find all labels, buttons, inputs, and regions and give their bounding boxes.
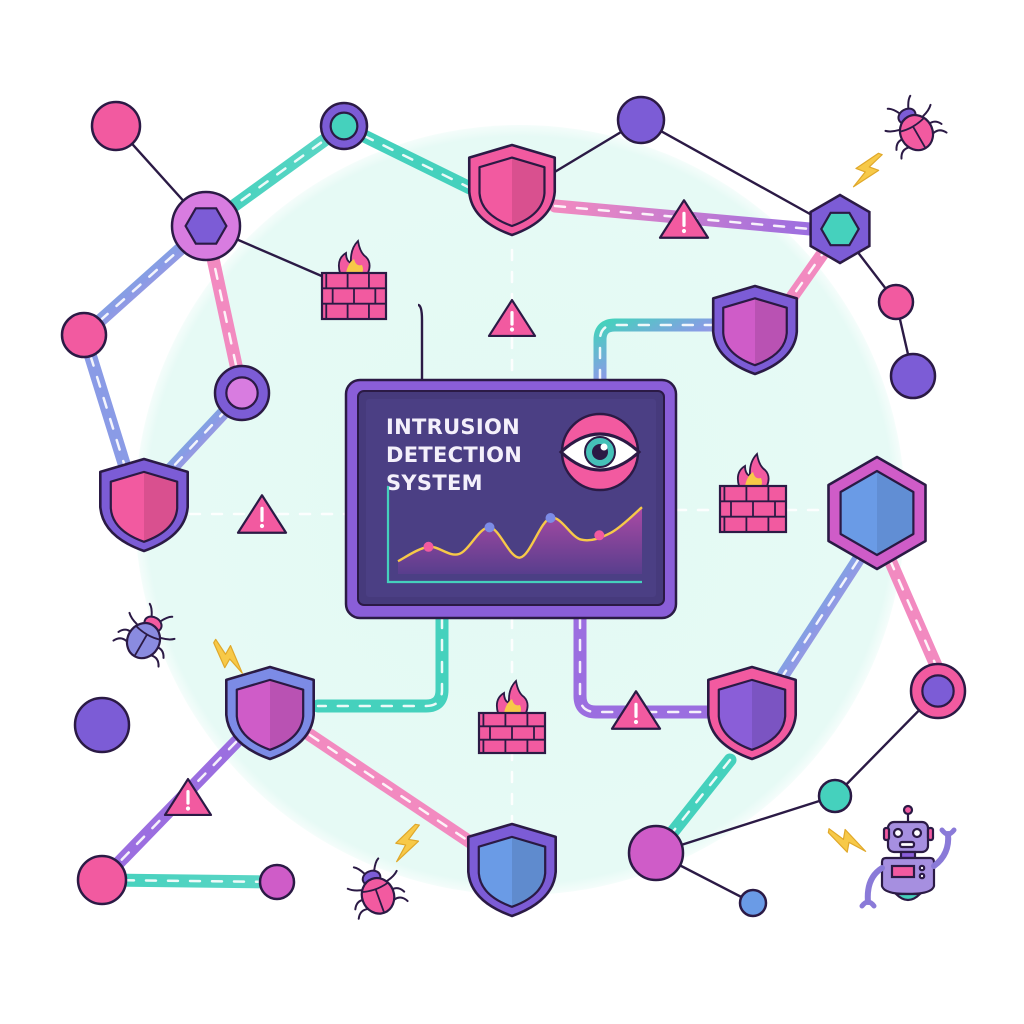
traffic-chart [386, 486, 643, 584]
ids-monitor: INTRUSION DETECTION SYSTEM [344, 378, 678, 620]
bugs [112, 94, 948, 920]
firewall-icon [477, 679, 547, 755]
network-node [738, 888, 768, 918]
shield-icon [467, 822, 557, 918]
lightning-bolt-icon [852, 152, 883, 188]
lightning-bolt-icon [827, 828, 867, 853]
chart-marker [423, 541, 434, 552]
chart-marker [484, 522, 495, 533]
lightning-bolt-icon [213, 638, 243, 674]
warning-icon [658, 199, 710, 239]
firewall-icon [718, 452, 788, 534]
chart-marker [545, 513, 556, 523]
monitor-title-line-2: DETECTION [386, 443, 522, 467]
network-node [909, 662, 967, 720]
warning-icon [163, 777, 213, 817]
hex-shield [827, 455, 927, 571]
shield-icon [467, 143, 557, 237]
shields [99, 143, 799, 918]
robot-icon [859, 804, 957, 909]
warning-icon [610, 690, 662, 730]
bug-icon [346, 857, 409, 920]
network-node [170, 190, 242, 262]
network-node [817, 778, 853, 814]
warning-icon [487, 298, 537, 338]
network-node [73, 696, 131, 754]
firewalls [320, 239, 788, 755]
lightning-bolt-icon [395, 823, 420, 863]
network-node [889, 352, 937, 400]
shield-icon [707, 665, 797, 761]
eye-icon [558, 412, 642, 492]
network-node [76, 854, 128, 906]
warnings [163, 199, 710, 817]
network-node [213, 364, 271, 422]
robot [859, 804, 957, 909]
network-node [616, 95, 666, 145]
shield-icon [225, 665, 315, 761]
shield-icon [99, 457, 189, 553]
network-node [60, 311, 108, 359]
chart-marker [594, 530, 605, 541]
monitor-title-line-3: SYSTEM [386, 471, 483, 495]
network-node [258, 863, 296, 901]
network-nodes [60, 95, 967, 918]
warning-icon [236, 494, 288, 534]
network-node [90, 100, 142, 152]
network-node [319, 101, 369, 151]
bug-icon [884, 94, 948, 160]
lightning-bolts [213, 152, 883, 863]
network-node [627, 824, 685, 882]
network-node [809, 193, 871, 265]
network-node [877, 283, 915, 321]
hex-shield-icon [827, 455, 927, 571]
thin-connections [115, 118, 939, 905]
firewall-icon [320, 239, 388, 321]
bug-icon [112, 602, 176, 668]
monitor-title-line-1: INTRUSION [386, 415, 520, 439]
shield-icon [711, 284, 799, 376]
